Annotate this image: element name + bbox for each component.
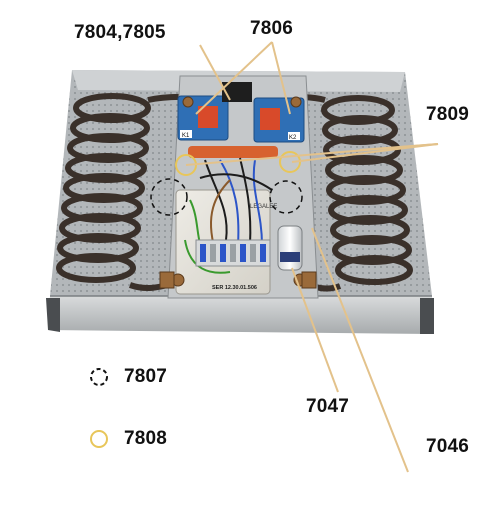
wiring-harness [184, 157, 273, 274]
relay-tag-k1: K1 [182, 133, 190, 139]
coil-terminals [159, 96, 317, 289]
label-capacitor: 7047 [306, 396, 350, 417]
relay-k1: K1 [177, 95, 229, 141]
relay-tag-k2: K2 [289, 135, 297, 141]
yellow-circle-icon [90, 430, 108, 448]
capacitor [277, 225, 303, 271]
serial-plate-text: SER 12.30.01.506 [212, 285, 257, 291]
leader-lines [185, 41, 439, 473]
brand-text: LEGALEE [250, 204, 277, 210]
legend-code-yellow: 7808 [124, 428, 168, 449]
legend-item-yellow: 7808 [88, 428, 167, 450]
legend-item-dashed: 7807 [88, 366, 167, 388]
dashed-circle-icon [90, 368, 108, 386]
right-heating-coil [293, 93, 413, 292]
legend-code-dashed: 7807 [124, 366, 168, 387]
label-thermostat: 7809 [426, 104, 470, 125]
dashed-markers [150, 178, 303, 216]
terminal-strip-top [188, 146, 278, 158]
left-heating-coil [56, 93, 192, 291]
label-bracket: 7046 [426, 436, 470, 457]
label-relays: 7804,7805 [74, 22, 166, 43]
relay-k2: K2 [253, 97, 305, 143]
terminal-block [195, 239, 271, 267]
label-relay-group: 7806 [250, 18, 294, 39]
